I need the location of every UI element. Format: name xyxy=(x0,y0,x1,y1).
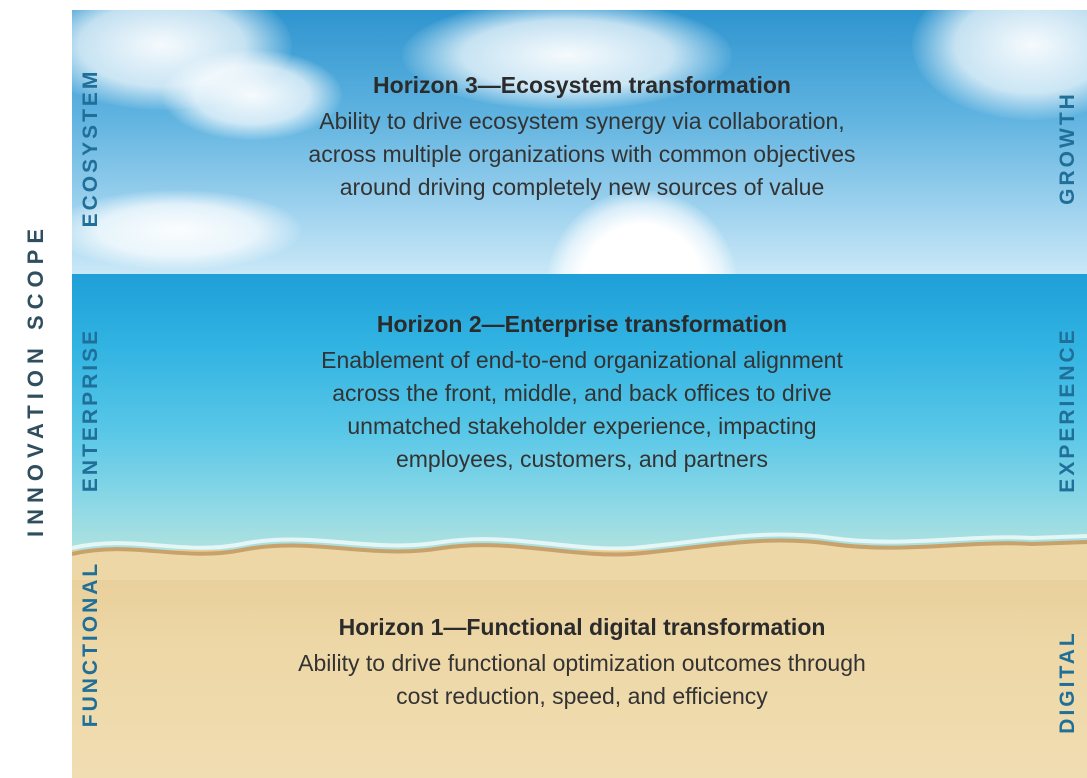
shoreline xyxy=(72,532,1087,580)
horizon-1-line: Ability to drive functional optimization… xyxy=(298,650,866,676)
sea-band xyxy=(72,274,1087,562)
experience-label: EXPERIENCE xyxy=(1056,327,1079,493)
horizon-3-line: around driving completely new sources of… xyxy=(339,174,825,200)
cloud-center xyxy=(402,10,732,110)
horizon-2-description: Enablement of end-to-end organizational … xyxy=(172,344,992,476)
horizon-2-block: Horizon 2—Enterprise transformation Enab… xyxy=(172,311,992,476)
horizon-2-line: across the front, middle, and back offic… xyxy=(332,380,832,406)
horizon-2-line: employees, customers, and partners xyxy=(395,446,768,472)
horizon-3-title: Horizon 3—Ecosystem transformation xyxy=(373,72,791,98)
growth-label: GROWTH xyxy=(1056,91,1079,205)
horizon-1-title: Horizon 1—Functional digital transformat… xyxy=(338,614,826,640)
horizon-2-title: Horizon 2—Enterprise transformation xyxy=(376,311,788,337)
cloud-lower-left xyxy=(72,190,302,270)
horizon-2-line: unmatched stakeholder experience, impact… xyxy=(347,413,817,439)
horizon-1-description: Ability to drive functional optimization… xyxy=(172,647,992,713)
sand-band xyxy=(72,550,1087,778)
horizon-1-block: Horizon 1—Functional digital transformat… xyxy=(172,614,992,713)
horizon-3-line: across multiple organizations with commo… xyxy=(308,141,856,167)
horizon-diagram: Horizon 3—Ecosystem transformation Abili… xyxy=(72,10,1087,778)
horizon-2-line: Enablement of end-to-end organizational … xyxy=(321,347,843,373)
horizon-3-line: Ability to drive ecosystem synergy via c… xyxy=(319,108,845,134)
functional-label: FUNCTIONAL xyxy=(79,560,102,728)
enterprise-label: ENTERPRISE xyxy=(79,327,102,493)
cloud-left-small xyxy=(162,50,342,140)
horizon-3-description: Ability to drive ecosystem synergy via c… xyxy=(172,105,992,204)
horizon-1-line: cost reduction, speed, and efficiency xyxy=(396,683,768,709)
innovation-scope-label: INNOVATION SCOPE xyxy=(23,223,48,537)
ecosystem-label: ECOSYSTEM xyxy=(79,68,102,228)
digital-label: DIGITAL xyxy=(1056,630,1079,734)
horizon-3-block: Horizon 3—Ecosystem transformation Abili… xyxy=(172,72,992,204)
